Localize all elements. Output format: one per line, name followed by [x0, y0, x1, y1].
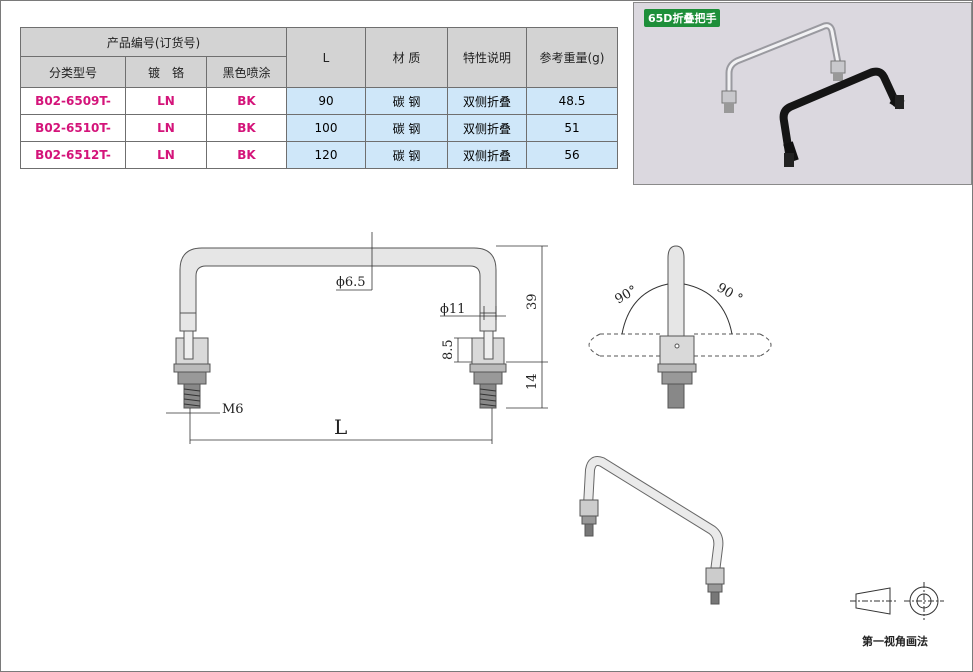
table-row: B02-6510T- LN BK 100 碳 钢 双侧折叠 51 — [20, 114, 618, 142]
bk-code: BK — [206, 141, 287, 169]
material-value: 碳 钢 — [365, 114, 448, 142]
feature-value: 双侧折叠 — [447, 114, 527, 142]
dim-fitting-diameter: ϕ11 — [440, 302, 465, 317]
dim-8-5: 8.5 — [441, 339, 456, 360]
table-row: B02-6509T- LN BK 90 碳 钢 双侧折叠 48.5 — [20, 87, 618, 115]
dim-thread: M6 — [222, 402, 244, 417]
part-number: B02-6512T- — [20, 141, 126, 169]
length-value: 120 — [286, 141, 366, 169]
weight-value: 48.5 — [526, 87, 618, 115]
dim-height-39: 39 — [525, 293, 540, 310]
bk-code: BK — [206, 114, 287, 142]
feature-value: 双侧折叠 — [447, 87, 527, 115]
header-type: 分类型号 — [20, 56, 126, 88]
dim-14: 14 — [525, 373, 540, 390]
part-number: B02-6509T- — [20, 87, 126, 115]
handle-photo-image — [721, 22, 905, 167]
header-weight: 参考重量(g) — [526, 27, 618, 88]
material-value: 碳 钢 — [365, 141, 448, 169]
front-view — [173, 247, 507, 409]
table-row: B02-6512T- LN BK 120 碳 钢 双侧折叠 56 — [20, 141, 618, 169]
isometric-view — [579, 456, 725, 605]
feature-value: 双侧折叠 — [447, 141, 527, 169]
side-view — [588, 245, 772, 409]
first-angle-projection-symbol — [850, 582, 944, 620]
header-plating: 镀 铬 — [125, 56, 207, 88]
product-photo: 65D折叠把手 — [633, 2, 972, 185]
header-black: 黑色喷涂 — [206, 56, 287, 88]
ln-code: LN — [125, 141, 207, 169]
spec-table: 产品编号(订货号) L 材 质 特性说明 参考重量(g) 分类型号 镀 铬 黑色… — [20, 27, 618, 169]
weight-value: 56 — [526, 141, 618, 169]
ln-code: LN — [125, 87, 207, 115]
bk-code: BK — [206, 87, 287, 115]
length-value: 100 — [286, 114, 366, 142]
dim-length: L — [334, 415, 347, 439]
angle-left: 90° — [613, 283, 640, 308]
projection-label: 第一视角画法 — [862, 635, 928, 648]
photo-tag: 65D折叠把手 — [644, 9, 721, 27]
weight-value: 51 — [526, 114, 618, 142]
dim-rod-diameter: ϕ6.5 — [336, 275, 366, 290]
